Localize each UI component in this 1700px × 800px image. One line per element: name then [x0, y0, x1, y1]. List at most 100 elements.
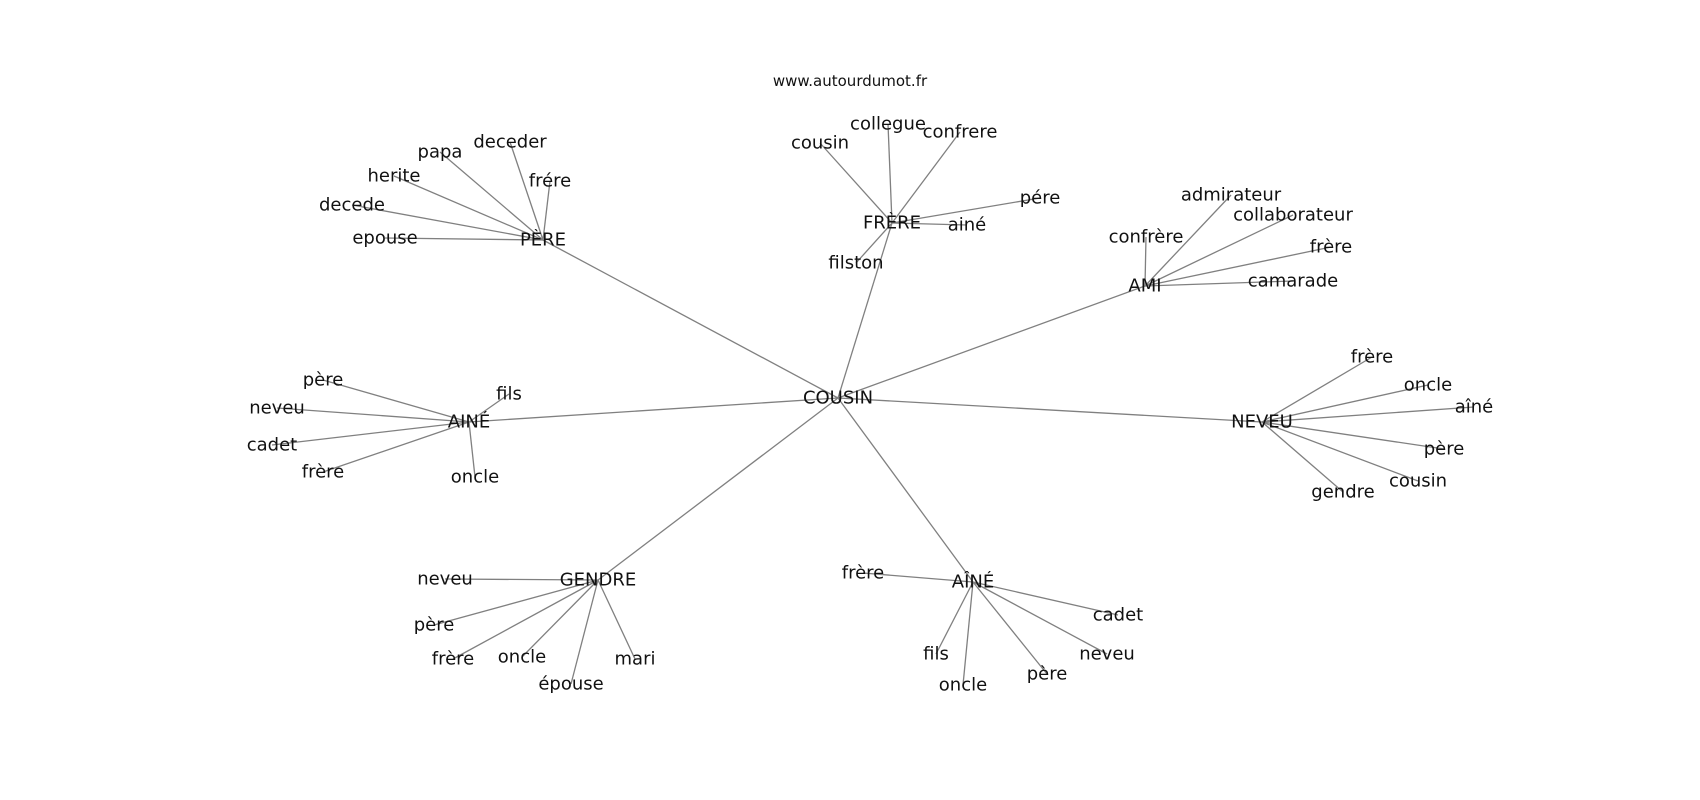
source-url: www.autourdumot.fr [772, 72, 928, 90]
edge-hub-word [1261, 384, 1429, 423]
word-node: pére [1020, 188, 1061, 209]
edge-hub-word [972, 581, 1048, 675]
word-node: frère [302, 462, 345, 483]
word-node: papa [418, 142, 463, 163]
word-node: père [1424, 439, 1465, 460]
word-node: ainé [948, 215, 987, 236]
word-node: aîné [1455, 397, 1494, 418]
edge-hub-word [468, 421, 476, 478]
word-node: père [414, 615, 455, 636]
edge-hub-word [891, 222, 968, 226]
hub-node: NEVEU [1231, 412, 1293, 433]
word-node: cousin [1389, 471, 1447, 492]
edge-hub-word [444, 578, 599, 581]
word-node: oncle [939, 675, 987, 696]
hub-node: GENDRE [560, 570, 637, 591]
edge-hub-word [962, 581, 974, 686]
edge-hub-word [891, 197, 1041, 224]
hub-node: AÎNÉ [952, 571, 994, 593]
edge-hub-word [891, 131, 961, 224]
edge-hub-word [1261, 421, 1445, 450]
word-node: decede [319, 195, 385, 216]
word-node: épouse [538, 674, 603, 695]
word-node: filston [828, 253, 883, 274]
edge-hub-word [1144, 280, 1294, 287]
edge-hub-word [819, 142, 893, 224]
edge-hub-word [597, 579, 636, 660]
word-node: epouse [352, 228, 417, 249]
edge-hub-word [570, 579, 599, 685]
edge-hub-word [1261, 356, 1373, 423]
word-node: neveu [1079, 644, 1135, 665]
word-node: neveu [417, 569, 473, 590]
labels: COUSIN PÈRE papa deceder herite frére decede ep… [247, 114, 1494, 696]
edge-hub-word [972, 581, 1108, 655]
edge-center-hub [597, 397, 839, 581]
edge-center-hub [837, 397, 1263, 423]
edge-hub-word [384, 237, 544, 241]
edge-hub-word [509, 141, 544, 241]
edge-hub-word [1261, 421, 1419, 482]
hub-node: PÈRE [520, 229, 566, 251]
edge-hub-word [1144, 194, 1232, 287]
edge-hub-word [433, 579, 599, 626]
edge-center-hub [837, 285, 1146, 399]
word-node: frère [1310, 237, 1353, 258]
word-node: confrere [923, 122, 998, 143]
hub-node: AINÉ [448, 411, 490, 433]
edge-hub-word [452, 579, 599, 660]
word-node: collegue [850, 114, 926, 135]
word-node: oncle [1404, 375, 1452, 396]
edge-hub-word [351, 204, 544, 241]
edge-hub-word [972, 581, 1119, 616]
word-node: fils [496, 384, 522, 405]
hub-node: AMI [1128, 276, 1161, 297]
edge-hub-word [1261, 421, 1344, 493]
edge-center-hub [837, 397, 974, 583]
edge-hub-word [276, 407, 470, 423]
word-node: admirateur [1181, 185, 1282, 206]
edge-hub-word [855, 222, 893, 264]
word-node: cadet [247, 435, 297, 456]
word-node: collaborateur [1233, 205, 1353, 226]
edge-hub-word [322, 421, 470, 473]
edge-center-hub [468, 397, 839, 423]
edge-hub-word [1144, 214, 1294, 287]
word-node: fils [923, 644, 949, 665]
word-node: frère [1351, 347, 1394, 368]
edge-hub-word [393, 175, 544, 241]
edge-hub-word [271, 421, 470, 446]
edge-center-hub [837, 222, 893, 399]
edge-hub-word [1144, 246, 1332, 287]
word-node: oncle [498, 647, 546, 668]
edge-hub-word [468, 393, 510, 423]
edge-hub-word [935, 581, 974, 655]
edge-hub-word [439, 151, 544, 241]
edges [271, 123, 1475, 686]
word-node: père [1027, 664, 1068, 685]
word-node: mari [615, 649, 656, 670]
word-node: père [303, 370, 344, 391]
center-node: COUSIN [803, 388, 873, 409]
edge-hub-word [862, 572, 974, 583]
word-node: deceder [473, 132, 547, 153]
edge-hub-word [542, 180, 551, 241]
word-node: neveu [249, 398, 305, 419]
word-node: gendre [1311, 482, 1374, 503]
word-node: herite [367, 166, 420, 187]
edge-hub-word [322, 379, 470, 423]
edge-hub-word [887, 123, 893, 224]
word-node: frère [432, 649, 475, 670]
word-node: cadet [1093, 605, 1143, 626]
edge-center-hub [542, 239, 839, 399]
word-node: cousin [791, 133, 849, 154]
edge-hub-word [1144, 236, 1147, 287]
edge-hub-word [1261, 406, 1475, 423]
word-node: camarade [1248, 271, 1338, 292]
word-node: confrère [1109, 227, 1184, 248]
edge-hub-word [521, 579, 599, 658]
word-node: frére [529, 171, 572, 192]
word-node: frère [842, 563, 885, 584]
word-node: oncle [451, 467, 499, 488]
